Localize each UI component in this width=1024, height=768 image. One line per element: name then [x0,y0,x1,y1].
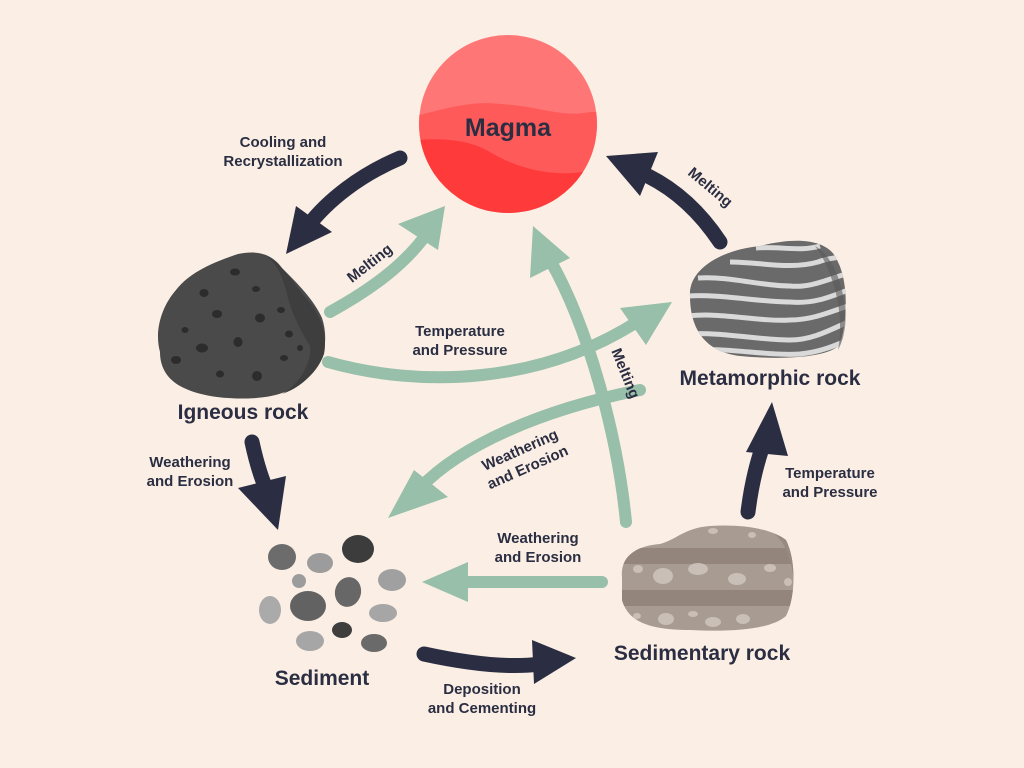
igneous-weathering-line1: Weathering [149,454,231,471]
pebble [361,634,387,652]
deposition-line2: and Cementing [427,700,537,718]
igneous-temp-pressure-label: Temperature and Pressure [400,322,520,360]
metamorphic-rock-label: Metamorphic rock [679,367,861,390]
igneous-rock-image [157,252,326,399]
igneous-temp-pressure-line1: Temperature [415,323,505,340]
pebble [342,535,374,563]
pebble [378,569,406,591]
sedimentary-temp-pressure-line2: and Pressure [782,484,878,502]
sedimentary-weathering-label: Weathering and Erosion [486,529,590,567]
pebble [296,631,324,651]
deposition-line1: Deposition [443,681,521,698]
sedimentary-temp-pressure-label: Temperature and Pressure [774,464,886,502]
sedimentary-rock-image [621,525,794,631]
cooling-label-line1: Cooling and [239,134,327,151]
pebble [290,591,326,621]
sediment-image [259,535,406,652]
deposition-label: Deposition and Cementing [420,680,544,718]
sedimentary-weathering-line2: and Erosion [494,549,582,567]
pebble [307,553,333,573]
sedimentary-temp-pressure-line1: Temperature [785,465,875,482]
arrow-sedimentary-to-metamorphic [740,402,788,520]
arrow-sedimentary-to-magma [530,226,632,528]
pebble [268,544,296,570]
igneous-weathering-label: Weathering and Erosion [140,453,240,491]
igneous-rock-label: Igneous rock [177,401,309,424]
cooling-label: Cooling and Recrystallization [208,133,358,171]
sedimentary-rock-label: Sedimentary rock [613,642,791,665]
arrow-igneous-to-magma [324,206,445,318]
pebble [292,574,306,588]
arrow-magma-to-igneous [286,150,408,254]
pebble [259,596,281,624]
arrow-igneous-to-metamorphic [322,302,672,384]
sediment-label: Sediment [274,667,370,690]
pebble [332,622,352,638]
pebble [334,577,362,607]
metamorphic-rock-image [689,240,846,358]
arrow-sedimentary-to-sediment [422,562,608,602]
igneous-weathering-line2: and Erosion [146,473,234,491]
cooling-label-line2: Recrystallization [223,153,343,171]
magma-label: Magma [464,114,552,142]
pebble [369,604,397,622]
arrow-igneous-to-sediment [238,434,286,530]
arrow-metamorphic-to-sediment [388,384,646,518]
arrow-sediment-to-sedimentary [416,640,576,684]
sedimentary-weathering-line1: Weathering [497,530,579,547]
arrow-metamorphic-to-magma [606,152,728,250]
igneous-temp-pressure-line2: and Pressure [412,342,508,360]
